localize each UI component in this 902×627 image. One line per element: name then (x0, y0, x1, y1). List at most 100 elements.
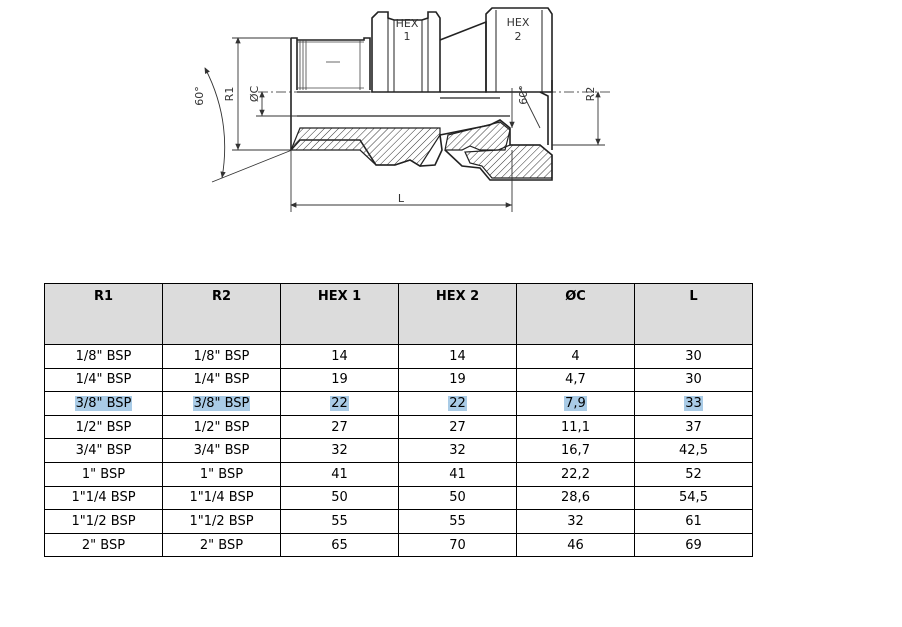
section-hatch (290, 121, 553, 179)
cell-text: 42,5 (679, 443, 708, 459)
cell-l: 54,5 (634, 485, 753, 511)
header-hex2: HEX 2 (398, 283, 517, 345)
cell-dc: 28,6 (516, 485, 635, 511)
cell-r1: 1"1/4 BSP (44, 485, 163, 511)
cell-hex2: 22 (398, 391, 517, 416)
cell-text: 46 (567, 537, 584, 553)
cell-hex1: 22 (280, 391, 399, 416)
cell-r2: 1/2" BSP (162, 414, 281, 440)
cell-hex1: 14 (280, 344, 399, 369)
cell-hex2: 55 (398, 509, 517, 534)
cell-r1: 1"1/2 BSP (44, 509, 163, 534)
cell-r2: 1" BSP (162, 461, 281, 487)
cell-r1: 2" BSP (44, 532, 163, 558)
cell-dc: 4,7 (516, 367, 635, 393)
cell-dc: 46 (516, 532, 635, 558)
cell-r1: 1/8" BSP (44, 344, 163, 369)
dimension-lines (204, 37, 605, 212)
cell-l: 33 (634, 391, 753, 416)
label-angle-left: 60° (193, 86, 206, 106)
cell-l: 42,5 (634, 438, 753, 463)
label-r1: R1 (223, 87, 236, 102)
cell-text: 19 (449, 372, 466, 388)
label-length: L (398, 192, 405, 205)
header-dc: ØC (516, 283, 635, 345)
cell-text: 11,1 (561, 419, 590, 435)
cone (439, 20, 487, 93)
cell-l: 69 (634, 532, 753, 558)
cell-r1: 1" BSP (44, 461, 163, 487)
cell-text: 2" BSP (199, 537, 244, 553)
cell-text: 4,7 (565, 372, 586, 388)
cell-r2: 2" BSP (162, 532, 281, 558)
cell-text: 41 (331, 466, 348, 482)
header-r1: R1 (44, 283, 163, 345)
cell-hex2: 14 (398, 344, 517, 369)
cell-text: 4 (571, 348, 580, 364)
cell-r1: 1/4" BSP (44, 367, 163, 393)
table-row: 1/4" BSP 1/4" BSP 19 19 4,7 30 (44, 367, 753, 393)
label-hex2-top: HEX (507, 16, 530, 29)
cell-hex1: 32 (280, 438, 399, 463)
bore (297, 91, 510, 117)
cell-r2: 1/4" BSP (162, 367, 281, 393)
cell-text: 32 (449, 443, 466, 459)
table-header-row: R1 R2 HEX 1 HEX 2 ØC L (44, 283, 753, 345)
cell-hex2: 70 (398, 532, 517, 558)
cell-text: 19 (331, 372, 348, 388)
cell-l: 30 (634, 367, 753, 393)
cell-text: 50 (449, 490, 466, 506)
label-dc: ØC (248, 86, 261, 103)
cell-text: 1" BSP (199, 466, 244, 482)
cell-text: 1/4" BSP (193, 372, 250, 388)
cell-text: 16,7 (561, 443, 590, 459)
cell-text: 1/4" BSP (75, 372, 132, 388)
table-row: 1" BSP 1" BSP 41 41 22,2 52 (44, 461, 753, 487)
cell-text: 32 (331, 443, 348, 459)
cell-l: 61 (634, 509, 753, 534)
cell-text: 70 (449, 537, 466, 553)
cell-r1: 3/8" BSP (44, 391, 163, 416)
cell-text: 1/8" BSP (75, 348, 132, 364)
cell-hex2: 50 (398, 485, 517, 511)
cell-dc: 7,9 (516, 391, 635, 416)
cell-text: 1"1/4 BSP (189, 490, 254, 506)
cell-r2: 3/8" BSP (162, 391, 281, 416)
cell-text: 55 (331, 513, 348, 529)
cell-r1: 3/4" BSP (44, 438, 163, 463)
cell-dc: 22,2 (516, 461, 635, 487)
cell-text: 3/4" BSP (75, 443, 132, 459)
cell-hex2: 41 (398, 461, 517, 487)
cell-hex2: 27 (398, 414, 517, 440)
cell-r2: 1/8" BSP (162, 344, 281, 369)
cell-text: 1"1/4 BSP (71, 490, 136, 506)
cell-text: 3/8" BSP (192, 395, 251, 411)
cell-hex1: 55 (280, 509, 399, 534)
cell-text: 22 (330, 395, 349, 411)
cell-text: 55 (449, 513, 466, 529)
thread-hatch-top (297, 40, 364, 90)
cell-dc: 32 (516, 509, 635, 534)
cell-text: 27 (449, 419, 466, 435)
cell-hex1: 19 (280, 367, 399, 393)
cell-text: 50 (331, 490, 348, 506)
cell-text: 61 (685, 513, 702, 529)
cell-hex1: 41 (280, 461, 399, 487)
fitting-body (258, 7, 612, 181)
cell-hex2: 19 (398, 367, 517, 393)
label-r2: R2 (584, 87, 597, 102)
cell-l: 52 (634, 461, 753, 487)
cell-dc: 4 (516, 344, 635, 369)
cell-l: 37 (634, 414, 753, 440)
cell-text: 52 (685, 466, 702, 482)
header-hex1: HEX 1 (280, 283, 399, 345)
cell-dc: 16,7 (516, 438, 635, 463)
cell-text: 30 (685, 348, 702, 364)
cell-text: 41 (449, 466, 466, 482)
cell-text: 1/2" BSP (75, 419, 132, 435)
